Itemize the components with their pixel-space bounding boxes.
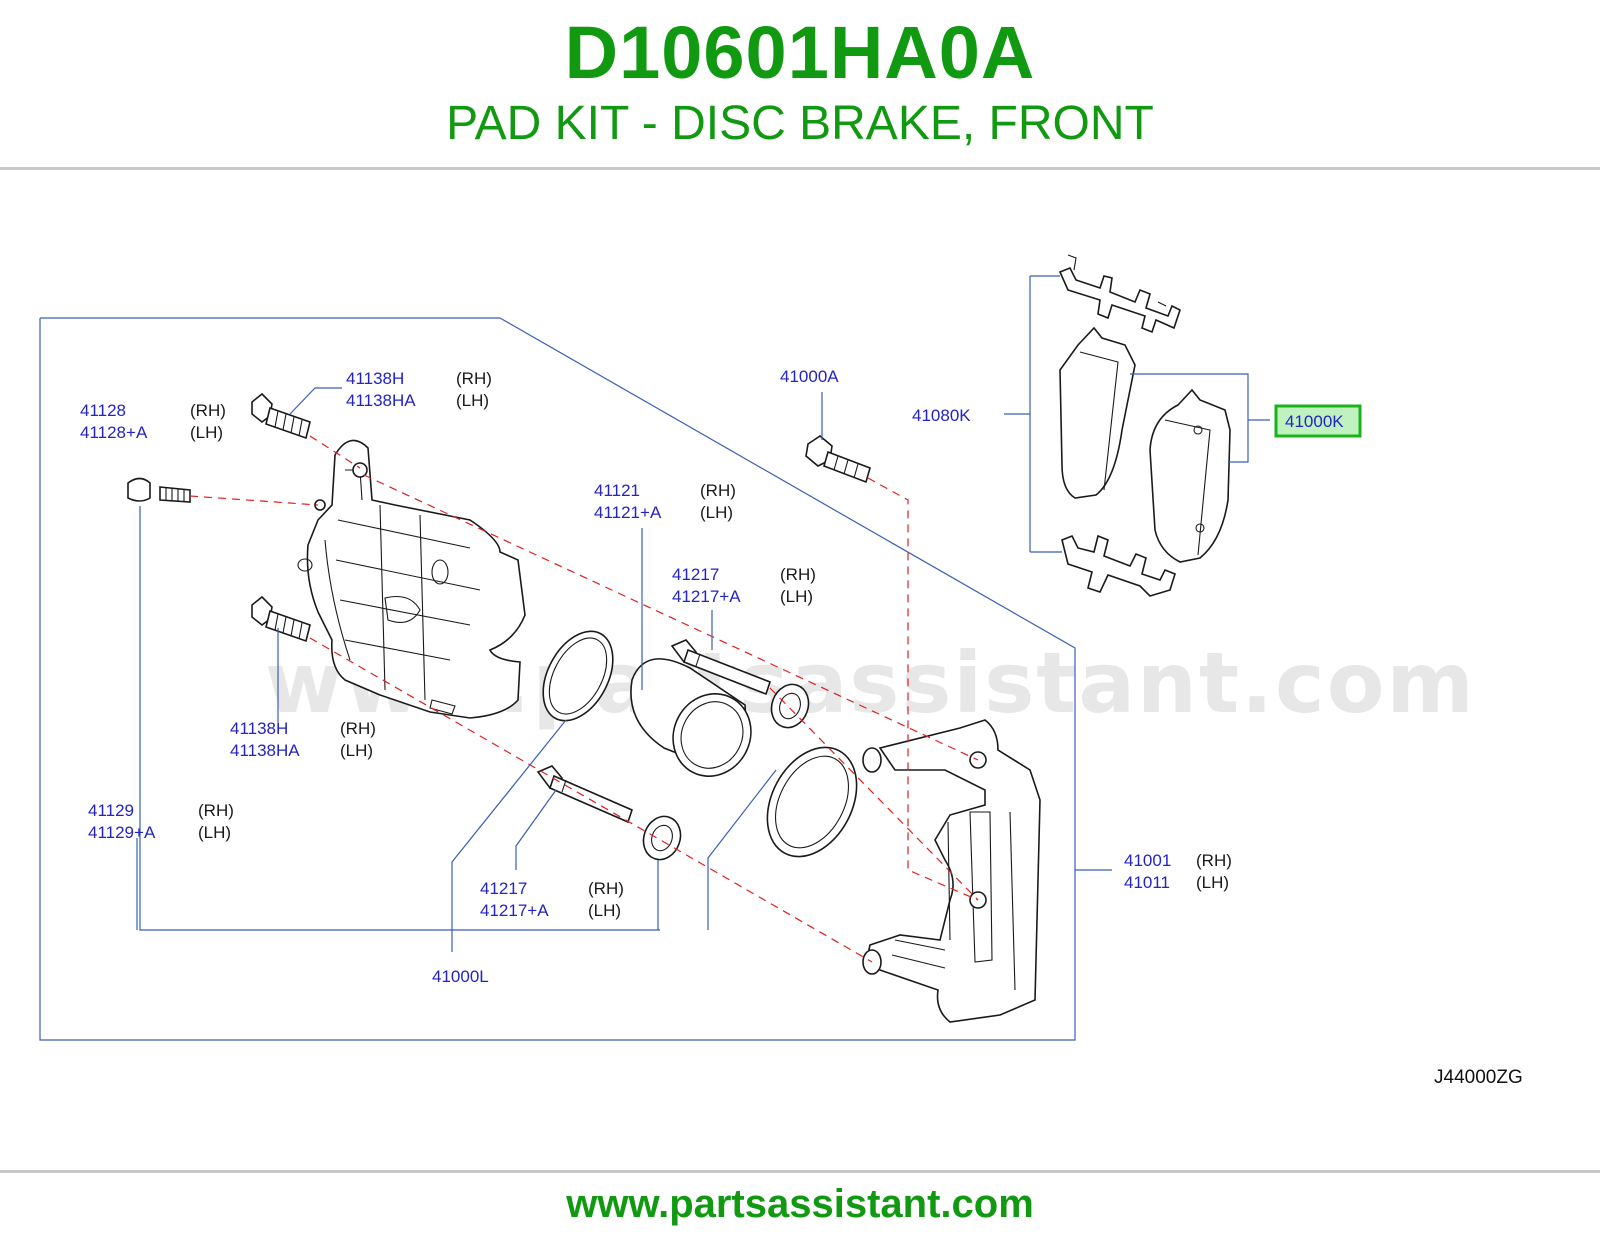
callout-number[interactable]: 41217 <box>672 565 719 584</box>
callout-number[interactable]: 41080K <box>912 406 971 425</box>
callout-side: (LH) <box>780 587 813 606</box>
callout-41080K[interactable]: 41080K <box>912 406 971 425</box>
callout-side: (LH) <box>340 741 373 760</box>
callout-number[interactable]: 41121 <box>594 481 640 500</box>
callout-side: (RH) <box>780 565 816 584</box>
callout-side: (LH) <box>190 423 223 442</box>
guide-bolt-top-drawing <box>251 392 311 440</box>
pin-boot-top-drawing <box>770 683 810 729</box>
callout-41001[interactable]: 41001 (RH) 41011 (LH) <box>1124 851 1232 892</box>
callout-side: (RH) <box>198 801 234 820</box>
caliper-bracket-drawing <box>862 719 1041 1023</box>
callout-41000K-highlighted[interactable]: 41000K <box>1274 404 1362 438</box>
diagram-reference-code: J44000ZG <box>1434 1067 1523 1088</box>
callout-number[interactable]: 41011 <box>1124 873 1170 892</box>
callout-number[interactable]: 41129 <box>88 801 134 820</box>
callout-41138H-top[interactable]: 41138H (RH) 41138HA (LH) <box>346 369 492 410</box>
callout-side: (RH) <box>1196 851 1232 870</box>
callout-side: (RH) <box>700 481 736 500</box>
callout-side: (LH) <box>1196 873 1229 892</box>
callout-side: (LH) <box>700 503 733 522</box>
part-number-title: D10601HA0A <box>564 11 1036 94</box>
callout-41000L[interactable]: 41000L <box>432 967 489 986</box>
header-divider <box>0 167 1600 170</box>
part-name-subtitle: PAD KIT - DISC BRAKE, FRONT <box>446 97 1154 150</box>
callout-number[interactable]: 41138H <box>346 369 404 388</box>
callout-number[interactable]: 41138HA <box>346 391 416 410</box>
callout-number[interactable]: 41217+A <box>672 587 741 606</box>
piston-seal-drawing <box>542 630 614 722</box>
brake-pad-inner-drawing <box>1149 388 1231 563</box>
callout-number[interactable]: 41217+A <box>480 901 549 920</box>
highlight-box <box>1274 404 1362 438</box>
callout-side: (RH) <box>190 401 226 420</box>
assembly-frame <box>39 317 1076 1041</box>
header: D10601HA0A PAD KIT - DISC BRAKE, FRONT <box>0 0 1600 170</box>
callout-side: (RH) <box>340 719 376 738</box>
callout-side: (LH) <box>198 823 231 842</box>
callout-number[interactable]: 41128 <box>80 401 126 420</box>
footer-divider <box>0 1170 1600 1173</box>
callout-number[interactable]: 41000L <box>432 967 489 986</box>
leader-lines <box>136 275 1270 952</box>
bracket-bolt-drawing <box>805 435 871 484</box>
callout-41129[interactable]: 41129 (RH) 41129+A (LH) <box>88 801 234 842</box>
assembly-lines <box>189 435 979 963</box>
callout-number[interactable]: 41138HA <box>230 741 300 760</box>
pin-boot-bottom-drawing <box>642 815 682 861</box>
guide-bolt-bottom-drawing <box>251 595 311 643</box>
callout-41138H-bottom[interactable]: 41138H (RH) 41138HA (LH) <box>230 719 376 760</box>
callout-number[interactable]: 41138H <box>230 719 288 738</box>
footer-website-link[interactable]: www.partsassistant.com <box>566 1182 1034 1226</box>
callout-side: (LH) <box>456 391 489 410</box>
callout-side: (RH) <box>588 879 624 898</box>
callout-number[interactable]: 41217 <box>480 879 527 898</box>
callout-number[interactable]: 41121+A <box>594 503 662 522</box>
guide-pin-top-drawing <box>670 639 771 696</box>
callout-side: (LH) <box>588 901 621 920</box>
callout-number[interactable]: 41001 <box>1124 851 1171 870</box>
callout-41121[interactable]: 41121 (RH) 41121+A (LH) <box>594 481 736 522</box>
callout-41217-bottom[interactable]: 41217 (RH) 41217+A (LH) <box>480 879 624 920</box>
caliper-body-drawing <box>297 439 526 719</box>
pad-shim-bottom-drawing <box>1061 534 1176 597</box>
callout-number[interactable]: 41000K <box>1285 412 1344 431</box>
callout-41217-top[interactable]: 41217 (RH) 41217+A (LH) <box>672 565 816 606</box>
piston-drawing <box>630 658 752 777</box>
callout-41000A[interactable]: 41000A <box>780 367 839 386</box>
piston-boot-drawing <box>766 746 858 858</box>
callout-side: (RH) <box>456 369 492 388</box>
callout-41128[interactable]: 41128 (RH) 41128+A (LH) <box>80 401 226 442</box>
callout-number[interactable]: 41000A <box>780 367 839 386</box>
brake-pad-outer-drawing <box>1059 326 1136 499</box>
pad-shim-top-drawing <box>1058 254 1181 334</box>
bleeder-screw-drawing <box>127 477 191 503</box>
guide-pin-bottom-drawing <box>536 765 633 824</box>
callout-number[interactable]: 41129+A <box>88 823 156 842</box>
callout-number[interactable]: 41128+A <box>80 423 148 442</box>
